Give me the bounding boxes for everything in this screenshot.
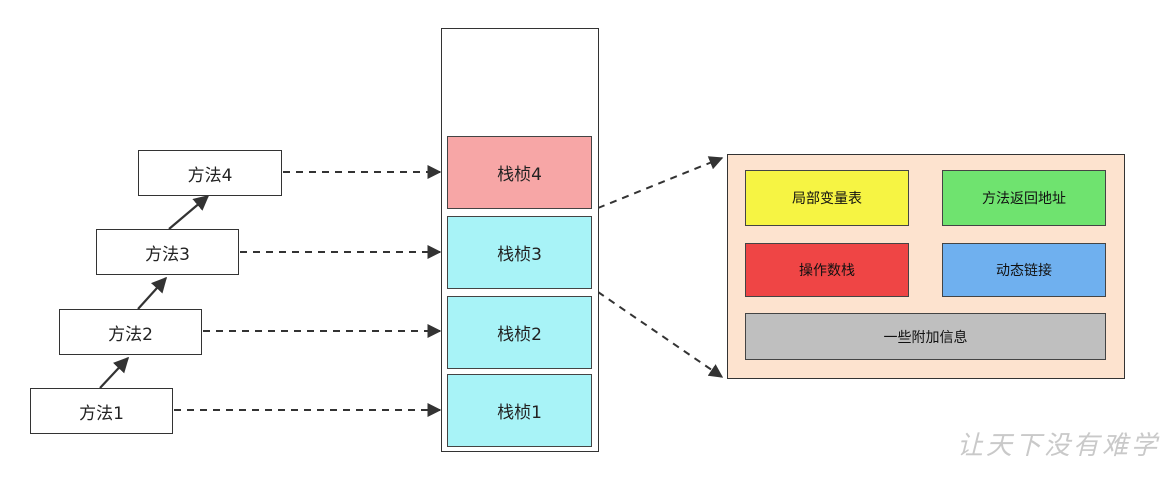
watermark-text: 让天下没有难学: [956, 431, 1160, 461]
dynamic-linking-box: 动态链接: [942, 243, 1106, 297]
frame-expansion-arrow-bottom: [597, 291, 724, 378]
method-1-box: 方法1: [30, 388, 173, 434]
stack-frame-3: 栈桢3: [447, 216, 592, 289]
stack-frame-4: 栈桢4: [447, 136, 592, 209]
method3-to-method4-arrow: [168, 195, 210, 230]
method-4-box: 方法4: [138, 150, 282, 196]
stack-frame-1: 栈桢1: [447, 374, 592, 447]
operand-stack-box: 操作数栈: [745, 243, 909, 297]
frame-expansion-arrow-top: [597, 156, 724, 209]
local-variable-table-box: 局部变量表: [745, 170, 909, 226]
stack-frame-2: 栈桢2: [447, 296, 592, 369]
method-return-address-box: 方法返回地址: [942, 170, 1106, 226]
method-2-box: 方法2: [59, 309, 202, 355]
method-3-box: 方法3: [96, 229, 239, 275]
method2-to-method3-arrow: [137, 276, 168, 310]
additional-info-box: 一些附加信息: [745, 313, 1106, 360]
method1-to-method2-arrow: [99, 356, 130, 389]
